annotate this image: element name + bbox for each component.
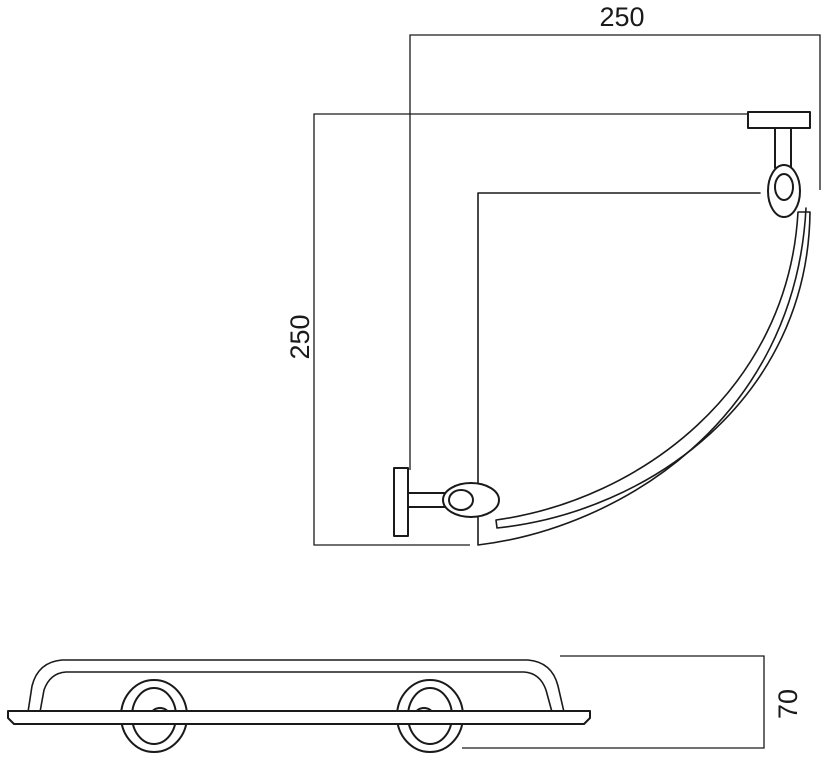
width-dimension-label: 250 — [599, 2, 644, 32]
depth-dimension: 250 — [285, 113, 748, 546]
front-rail — [27, 659, 565, 713]
rail-holder-inner — [774, 173, 794, 201]
depth-dimension-label: 250 — [285, 314, 315, 359]
front-view: 70 — [7, 655, 803, 753]
height-dimension: 70 — [462, 655, 803, 749]
shelf-outline — [477, 192, 807, 546]
depth-dimension-line — [313, 113, 748, 546]
front-shelf-slab — [7, 710, 591, 725]
bracket-arm — [407, 492, 447, 508]
width-dimension: 250 — [409, 2, 821, 470]
bracket-arm — [774, 127, 792, 169]
top-view: 250 250 — [285, 2, 821, 546]
height-dimension-line — [462, 655, 765, 749]
bottom-left-bracket — [393, 467, 500, 537]
guard-rail — [495, 211, 811, 529]
wall-plate — [393, 467, 409, 537]
width-dimension-line — [409, 34, 821, 470]
wall-plate — [747, 111, 811, 129]
rail-holder-inner — [448, 489, 474, 511]
top-right-bracket — [747, 111, 811, 218]
height-dimension-label: 70 — [773, 689, 803, 719]
